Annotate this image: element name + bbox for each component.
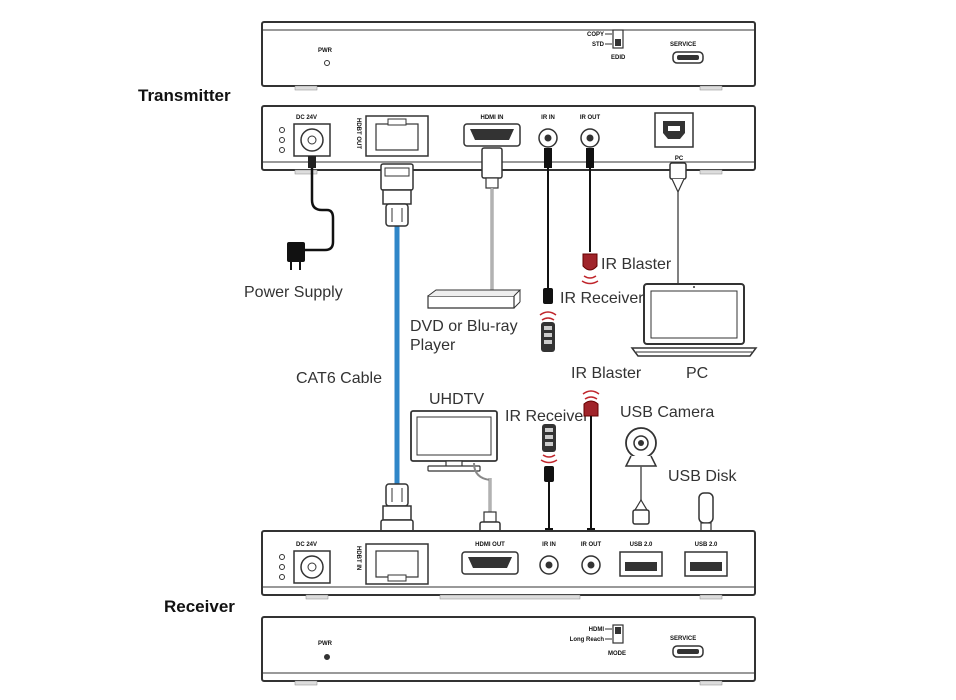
receiver-label: Receiver <box>164 597 235 616</box>
uhdtv-label: UHDTV <box>429 391 484 408</box>
dvd-label-line2: Player <box>410 337 456 354</box>
ir-blaster-icon <box>583 400 599 417</box>
rx-dc-label: DC 24V <box>296 542 317 548</box>
receiver-rear-panel: DC 24V HDBT IN HDMI OUT IR IN IR OUT USB… <box>261 530 756 600</box>
power-adapter-icon <box>287 242 305 262</box>
ir-receiver-icon <box>544 466 554 482</box>
dvd-player-icon <box>427 295 515 309</box>
rx-hdbt-label: HDBT IN <box>355 546 361 570</box>
rx-irin-label: IR IN <box>542 542 556 548</box>
rx-ir-blaster-cable <box>582 390 600 542</box>
power-supply <box>287 156 335 270</box>
rx-switch-bottom-label: Long Reach <box>570 637 605 643</box>
tx-ir-blaster-cable <box>581 148 599 285</box>
tx-ir-receiver-cable <box>539 148 557 352</box>
rx-usb1-label: USB 2.0 <box>630 542 653 548</box>
uhdtv-icon <box>410 410 498 472</box>
tx-ir-blaster-label: IR Blaster <box>601 256 672 273</box>
rx-service-label: SERVICE <box>670 636 696 642</box>
usb-cable-camera <box>632 466 650 525</box>
tx-switch-top-label: COPY <box>587 32 604 38</box>
dvd-label-line1: DVD or Blu-ray <box>410 318 518 335</box>
usb-camera-icon <box>624 427 658 467</box>
rx-ir-blaster-label: IR Blaster <box>571 365 642 382</box>
ir-receiver-icon <box>543 288 553 304</box>
tx-hdmi-label: HDMI IN <box>481 115 504 121</box>
hdmi-plug-icon <box>481 147 503 179</box>
receiver-front-panel: PWR HDMI Long Reach MODE SERVICE <box>261 616 756 686</box>
tx-switch-name-label: EDID <box>611 55 626 61</box>
usb-disk-label: USB Disk <box>668 468 737 485</box>
pc-label: PC <box>686 365 708 382</box>
usb-plug-icon <box>669 162 687 180</box>
rx-hdmi-label: HDMI OUT <box>475 542 505 548</box>
tx-service-label: SERVICE <box>670 42 696 48</box>
tx-usb-b-port <box>654 112 694 148</box>
rx-ir-receiver-cable <box>540 424 558 542</box>
usb-disk-icon <box>698 492 714 532</box>
usb-plug-icon <box>632 509 650 525</box>
remote-control-icon <box>539 311 557 352</box>
cat6-cable-label: CAT6 Cable <box>296 370 382 387</box>
rx-pwr-led <box>324 654 330 660</box>
tx-hdbt-label: HDBT OUT <box>355 118 361 149</box>
tx-irin-label: IR IN <box>541 115 555 121</box>
hdmi-cable-dvd <box>427 147 522 309</box>
rx-ir-receiver-label: IR Receiver <box>505 408 589 425</box>
rx-switch-name-label: MODE <box>608 651 626 657</box>
cat6-cable <box>380 163 414 547</box>
usb-cable-pc <box>630 162 758 357</box>
rx-usb2-label: USB 2.0 <box>695 542 718 548</box>
transmitter-label: Transmitter <box>138 86 231 105</box>
ir-blaster-icon <box>582 253 598 271</box>
rx-irout-label: IR OUT <box>581 542 602 548</box>
tx-irout-label: IR OUT <box>580 115 601 121</box>
tx-ir-receiver-label: IR Receiver <box>560 290 644 307</box>
tx-pc-port-label: PC <box>675 156 684 162</box>
rx-switch-top-label: HDMI <box>589 627 605 633</box>
tx-dc-label: DC 24V <box>296 115 317 121</box>
remote-control-icon <box>540 424 558 464</box>
rx-pwr-label: PWR <box>318 641 333 647</box>
tx-pwr-led <box>324 60 330 66</box>
laptop-icon <box>630 283 758 357</box>
power-supply-label: Power Supply <box>244 284 343 301</box>
transmitter-rear-panel: DC 24V HDBT OUT HDMI IN IR IN IR OUT PC <box>261 105 756 175</box>
transmitter-front-panel: PWR COPY STD EDID SERVICE <box>261 21 756 91</box>
tx-pwr-label: PWR <box>318 48 333 54</box>
tx-switch-bottom-label: STD <box>592 42 605 48</box>
usb-camera-label: USB Camera <box>620 404 714 421</box>
